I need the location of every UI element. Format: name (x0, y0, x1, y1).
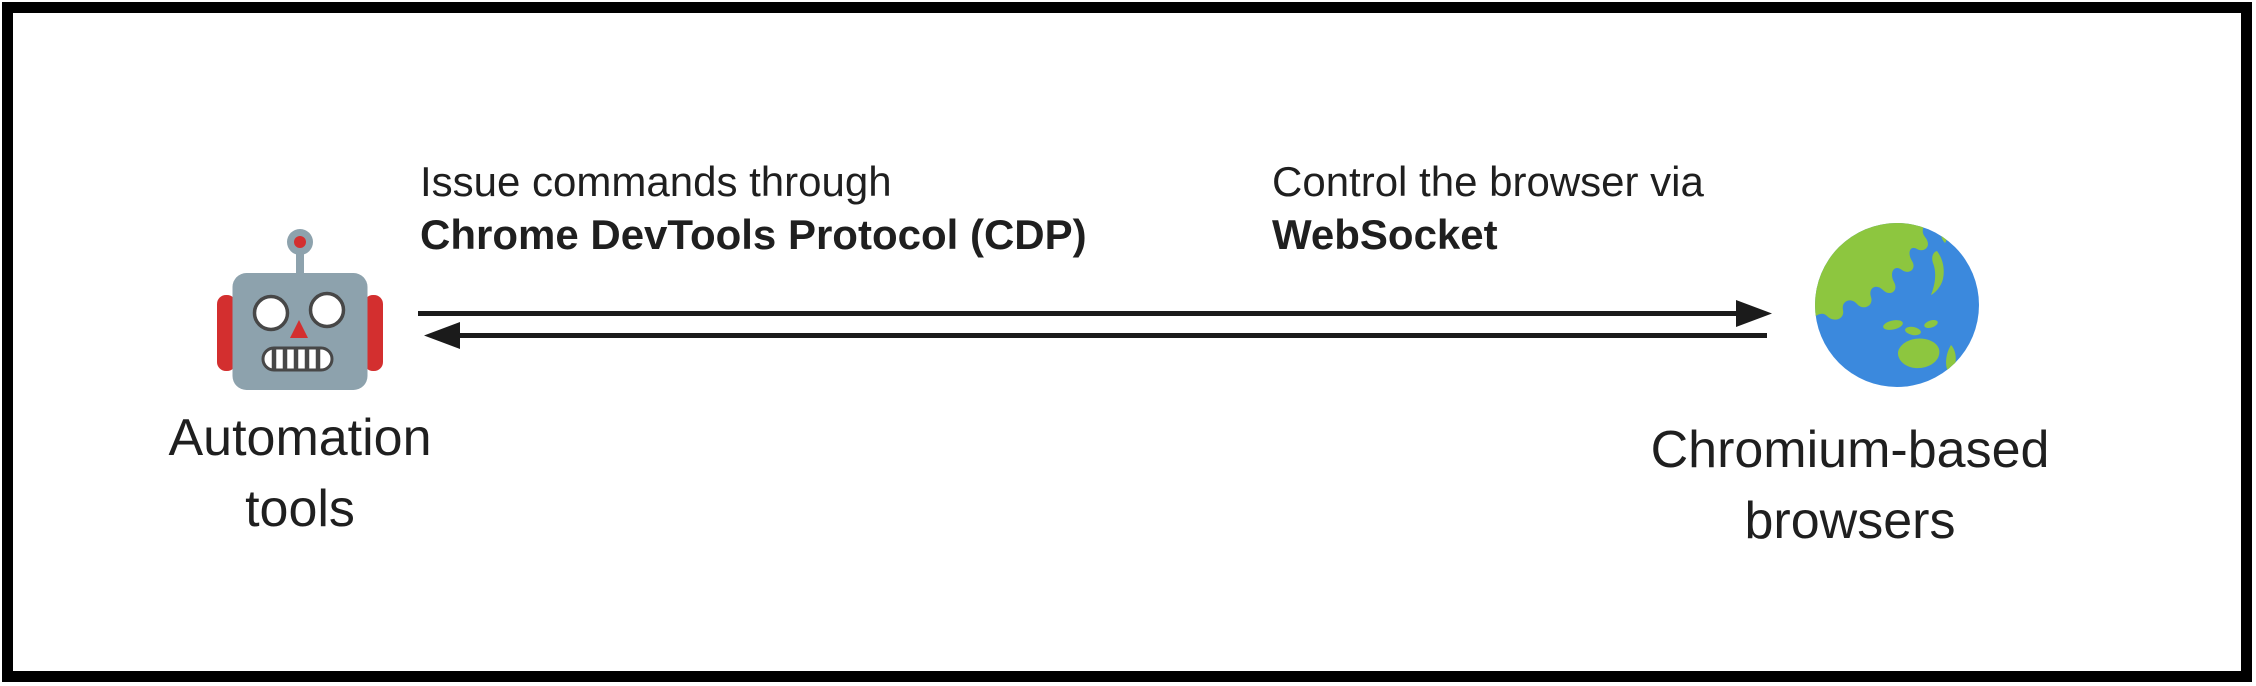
left-node-label-line1: Automation (168, 409, 432, 467)
websocket-caption-regular: Control the browser via (1272, 158, 1704, 205)
robot-icon (217, 229, 383, 390)
arrow-left (424, 322, 1767, 349)
globe-icon (1815, 223, 1979, 387)
cdp-caption-regular: Issue commands through (420, 158, 892, 205)
bidirectional-arrows (418, 300, 1772, 349)
websocket-caption: Control the browser via WebSocket (1272, 155, 1704, 261)
cdp-caption-bold: Chrome DevTools Protocol (CDP) (420, 211, 1087, 258)
cdp-caption: Issue commands through Chrome DevTools P… (420, 155, 1087, 261)
arrow-right (418, 300, 1772, 327)
arrow-left-head-icon (424, 322, 460, 349)
right-node-label-line2: browsers (1744, 492, 1956, 550)
left-node-label-line2: tools (245, 480, 355, 538)
arrow-right-head-icon (1736, 300, 1772, 327)
left-node-label: Automation tools (130, 403, 470, 545)
websocket-caption-bold: WebSocket (1272, 211, 1498, 258)
right-node-label-line1: Chromium-based (1650, 421, 2050, 479)
right-node-label: Chromium-based browsers (1630, 415, 2070, 557)
